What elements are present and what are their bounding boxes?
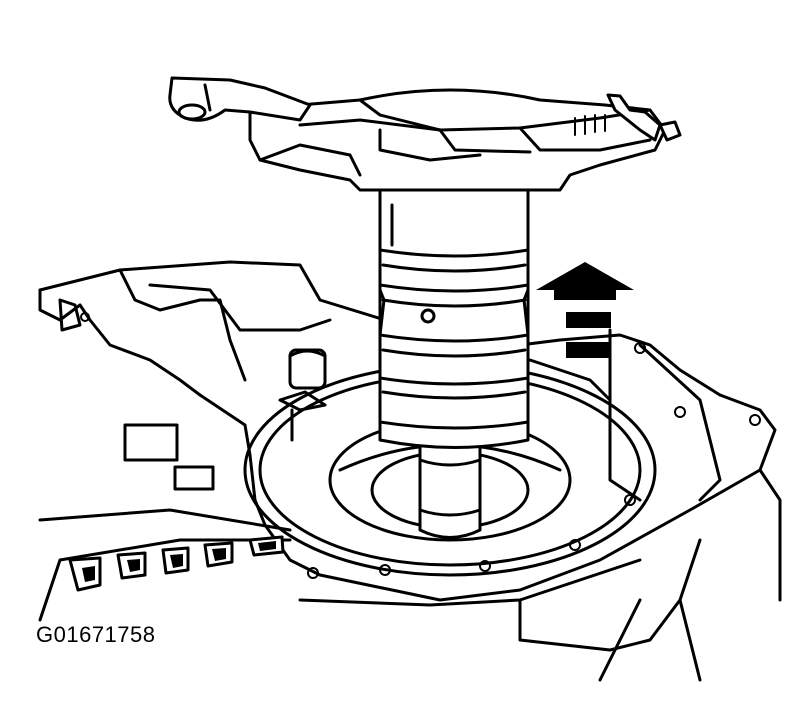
case-openings (68, 535, 285, 592)
accumulator-piston[interactable] (378, 188, 530, 449)
shaft (418, 438, 482, 539)
case-blocks (123, 348, 327, 491)
up-arrow-icon (536, 262, 634, 358)
figure-id-label: G01671758 (36, 622, 156, 647)
service-tool[interactable] (168, 76, 682, 192)
